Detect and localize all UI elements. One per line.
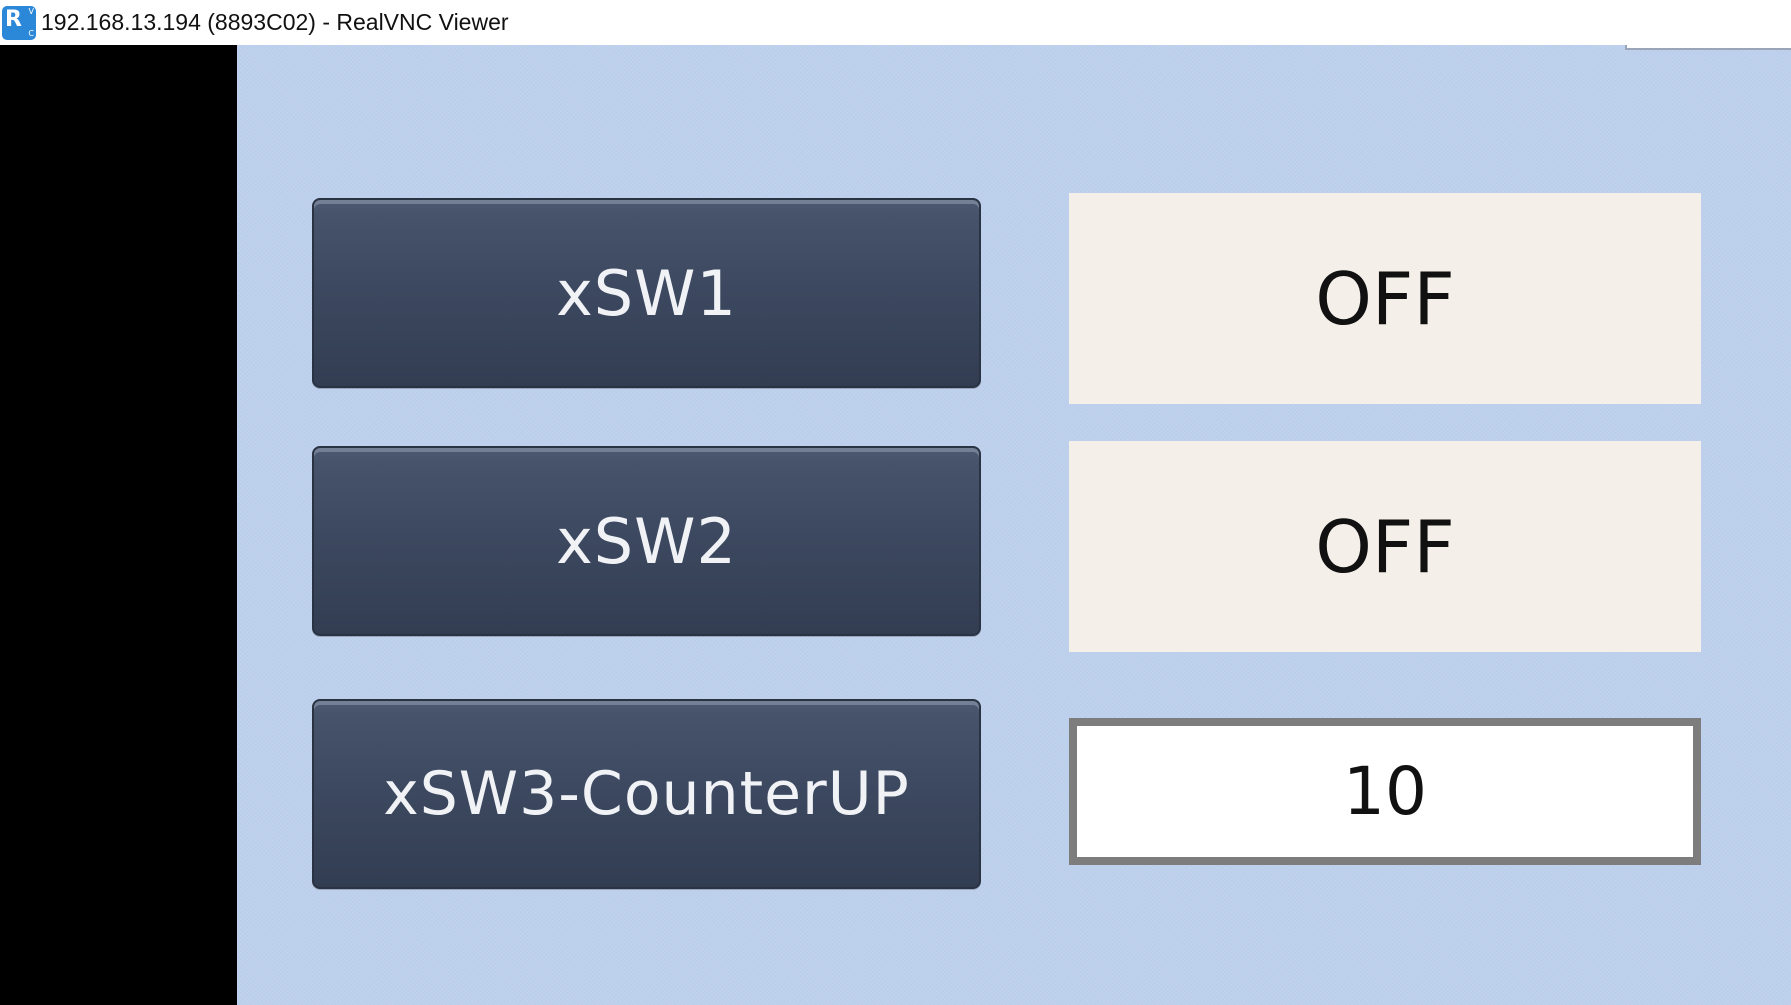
xsw2-button[interactable]: xSW2 [312, 446, 981, 636]
xsw1-status-indicator: OFF [1069, 193, 1701, 404]
window-title: 192.168.13.194 (8893C02) - RealVNC Viewe… [41, 9, 509, 35]
remote-corner-element [1625, 45, 1791, 50]
xsw1-button[interactable]: xSW1 [312, 198, 981, 388]
remote-screen-black-area [0, 45, 237, 1005]
xsw2-status-indicator: OFF [1069, 441, 1701, 652]
counter-value-display: 10 [1069, 718, 1701, 865]
xsw3-counterup-button[interactable]: xSW3-CounterUP [312, 699, 981, 889]
